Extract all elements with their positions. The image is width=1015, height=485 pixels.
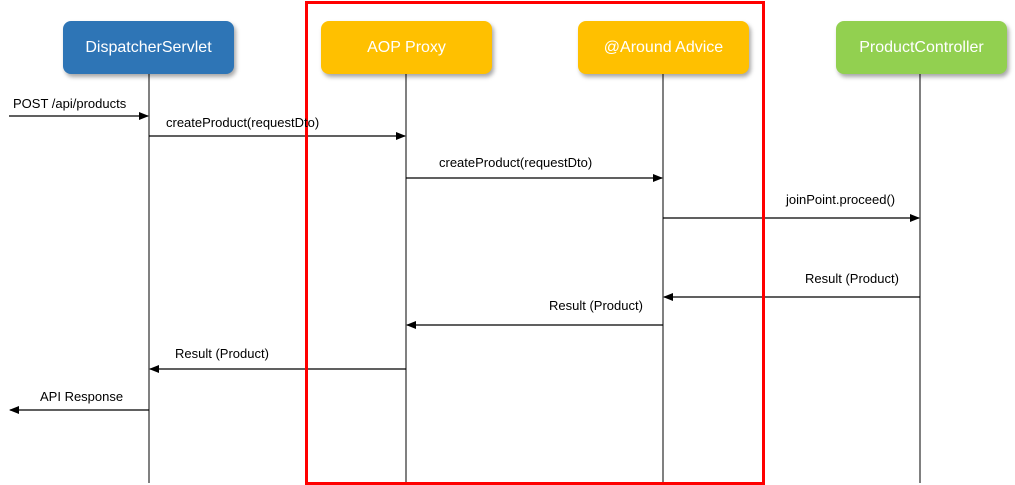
message-create-product-to-advice: createProduct(requestDto) xyxy=(439,155,593,170)
message-proceed: joinPoint.proceed() xyxy=(786,192,896,207)
participant-dispatcher-servlet: DispatcherServlet xyxy=(63,21,234,74)
message-result-to-advice: Result (Product) xyxy=(805,271,899,286)
message-result-to-dispatcher: Result (Product) xyxy=(175,346,269,361)
participant-product-controller: ProductController xyxy=(836,21,1007,74)
message-post-request: POST /api/products xyxy=(13,96,127,111)
participant-aop-proxy: AOP Proxy xyxy=(321,21,492,74)
message-result-to-proxy: Result (Product) xyxy=(549,298,643,313)
message-api-response: API Response xyxy=(40,389,124,404)
participant-around-advice: @Around Advice xyxy=(578,21,749,74)
message-create-product-to-proxy: createProduct(requestDto) xyxy=(166,115,320,130)
aop-highlight-box xyxy=(305,1,765,485)
